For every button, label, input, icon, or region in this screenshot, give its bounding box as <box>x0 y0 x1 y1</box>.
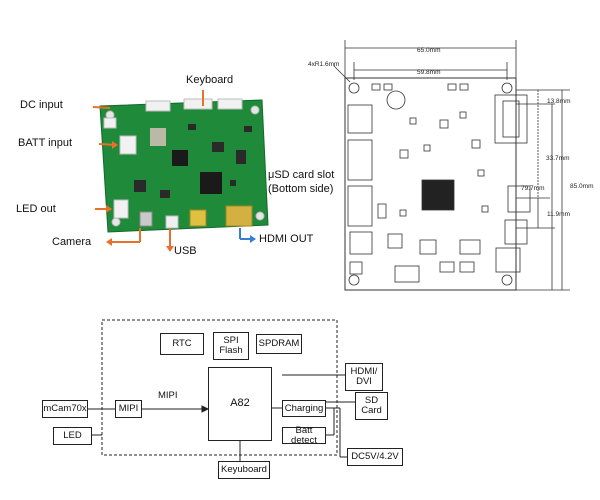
dim-hole-spec: 4xR1.6mm <box>308 61 339 68</box>
label-led-out: LED out <box>16 203 56 215</box>
block-diagram-lines <box>88 319 355 461</box>
dim-height-top: 13.8mm <box>547 98 570 105</box>
label-mipi-link: MIPI <box>158 390 178 401</box>
mechanical-drawing-panel: 65.0mm 59.8mm 4xR1.6mm 13.8mm 33.7mm 85.… <box>300 0 600 300</box>
block-power-input: DC5V/4.2V <box>347 448 403 466</box>
label-dc-input: DC input <box>20 99 63 111</box>
block-spi-flash: SPI Flash <box>213 332 249 360</box>
block-batt-detect: Batt detect <box>282 425 326 445</box>
block-mcam70x: mCam70x <box>42 400 88 418</box>
block-hdmi-dvi: HDMI/ DVI <box>345 363 383 391</box>
label-usb: USB <box>174 245 197 257</box>
block-led: LED <box>53 427 92 445</box>
label-camera: Camera <box>52 236 92 248</box>
board-photo-panel: DC input BATT input LED out Camera Keybo… <box>0 0 334 265</box>
label-hdmi-out: HDMI OUT <box>259 233 314 245</box>
block-hdmi-line1: HDMI/ <box>350 366 378 378</box>
block-charging: Charging <box>282 400 326 417</box>
block-mipi: MIPI <box>115 400 142 418</box>
block-a82-soc: A82 <box>208 367 272 441</box>
mechanical-drawing: 65.0mm 59.8mm 4xR1.6mm 13.8mm 33.7mm 85.… <box>308 40 593 291</box>
board-photo <box>92 90 269 252</box>
block-sd-line1: SD <box>364 395 379 407</box>
block-spi-flash-line2: Flash <box>219 345 243 356</box>
label-usd-slot: μSD card slot <box>268 169 335 181</box>
block-sd-line2: Card <box>361 405 382 416</box>
block-spdram: SPDRAM <box>256 334 302 354</box>
dim-height-mid: 33.7mm <box>546 155 569 162</box>
label-batt-input: BATT input <box>18 137 73 149</box>
dim-height-total: 85.0mm <box>570 183 593 190</box>
dim-width-total: 65.0mm <box>417 47 440 54</box>
dim-height-inner: 79.7mm <box>521 185 544 192</box>
dim-width-holes: 59.8mm <box>417 69 440 76</box>
label-keyboard: Keyboard <box>186 74 234 86</box>
dim-height-low: 11.9mm <box>547 211 570 218</box>
block-spi-flash-line1: SPI <box>223 335 239 347</box>
block-sd-card: SD Card <box>355 392 388 420</box>
block-hdmi-line2: DVI <box>356 376 372 387</box>
block-diagram-panel: RTC SPI Flash SPDRAM A82 MIPI MIPI mCam7… <box>0 305 600 500</box>
block-rtc: RTC <box>160 333 204 355</box>
block-keyboard: Keyuboard <box>218 461 270 479</box>
label-usd-slot-bottom: (Bottom side) <box>268 183 334 195</box>
